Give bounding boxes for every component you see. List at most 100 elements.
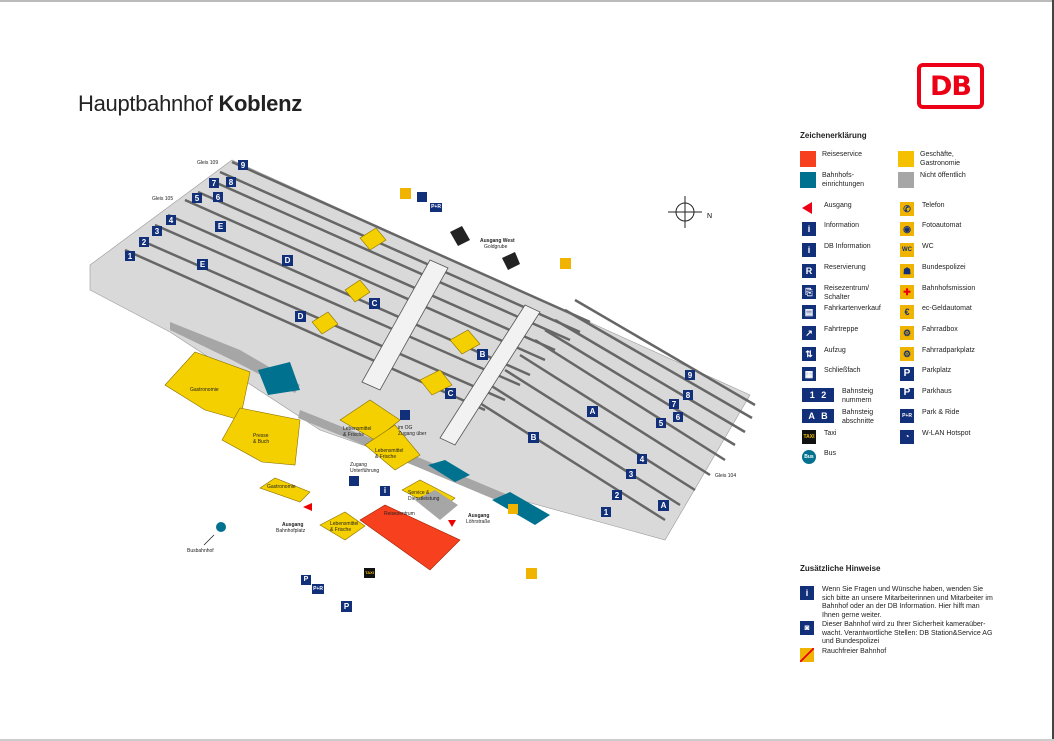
exit-west-label: Ausgang West [480, 238, 515, 244]
compass-icon: N [668, 196, 712, 228]
legend-item: € ec-Geldautomat [900, 305, 972, 319]
bike-parking-icon [526, 568, 537, 579]
platform-number-left: 1 [125, 251, 135, 261]
legend-item-bahnhofseinrichtungen: Bahnhofs- einrichtungen [800, 172, 864, 189]
legend-item: i DB Information [802, 243, 871, 257]
hint-text: Wenn Sie Fragen und Wünsche haben, wende… [822, 586, 993, 619]
color-swatch [898, 172, 914, 188]
legend-heading: Zeichenerklärung [800, 131, 867, 140]
color-swatch [800, 172, 816, 188]
reservation-icon: R [802, 264, 816, 278]
parking-icon: P [301, 575, 311, 585]
shop-upper-1 [344, 279, 371, 303]
legend-label: Bahnsteig abschnitte [842, 409, 874, 425]
platform-number-right: 9 [685, 370, 695, 380]
section-d: D [295, 311, 306, 322]
legend-item: ⎘ Reisezentrum/ Schalter [802, 285, 869, 302]
legend-item: ⇅ Aufzug [802, 347, 846, 361]
facility-teal-2 [428, 460, 470, 482]
legend-item: 1 2 Bahnsteig nummern [802, 388, 873, 405]
shop-gastronomie-small [259, 477, 311, 503]
legend-label: Parkhaus [922, 388, 952, 395]
platform-number-right: 5 [656, 418, 666, 428]
section-b-upper: B [477, 349, 488, 360]
legend-label: Parkplatz [922, 367, 952, 374]
legend-label: Bundespolizei [922, 264, 966, 271]
platform-sections-icon: A B [802, 409, 834, 423]
section-b: B [528, 432, 539, 443]
shop-label: Service & Dienstleistung [408, 490, 440, 502]
information-icon: i [800, 586, 814, 600]
bike-parking-icon [560, 258, 571, 269]
information-icon: i [380, 486, 390, 496]
parking-icon: P [341, 601, 352, 612]
legend-item: P Parkhaus [900, 388, 952, 402]
platform-number-left: 3 [152, 226, 162, 236]
legend-label: Telefon [922, 202, 945, 209]
legend-label: Bus [824, 450, 837, 457]
no-smoking-icon [800, 648, 814, 662]
travel-center-area [359, 504, 461, 571]
legend-item-nicht-oeffentlich: Nicht öffentlich [898, 172, 966, 188]
legend-label: WC [922, 243, 934, 250]
color-swatch [800, 151, 816, 167]
section-c-upper: C [369, 298, 380, 309]
exit-arrow-west-icon [450, 226, 470, 246]
platform-number-left: 4 [166, 215, 176, 225]
legend-label: DB Information [824, 243, 871, 250]
bus-stop-icon [216, 522, 226, 532]
legend-label: Geschäfte, Gastronomie [920, 151, 961, 167]
platform-number-right: 3 [626, 469, 636, 479]
legend-item: ↗ Fahrtreppe [802, 326, 858, 340]
legend-item: P+R Park & Ride [900, 409, 959, 423]
bike-parking-icon: ⚙ [900, 347, 914, 361]
db-information-icon: i [802, 243, 816, 257]
hints-heading: Zusätzliche Hinweise [800, 564, 881, 573]
legend-item: ◉ Fotoautomat [900, 222, 961, 236]
title-city: Koblenz [218, 91, 302, 116]
park-and-ride-icon: P+R [312, 584, 324, 594]
platform-numbers-icon: 1 2 [802, 388, 834, 402]
wc-icon: WC [900, 243, 914, 257]
shop-label: Lebensmittel & Frische [330, 521, 359, 533]
legend-label: Nicht öffentlich [920, 172, 966, 179]
bus-icon: Bus [802, 450, 816, 464]
svg-text:N: N [707, 213, 712, 220]
travel-center-label: Reisezentrum [384, 511, 415, 517]
legend-label: Information [824, 222, 860, 229]
ticket-machine-icon [349, 476, 359, 486]
legend-label: Reisezentrum/ Schalter [824, 285, 870, 301]
legend-item: ▦ Schließfach [802, 367, 861, 381]
exit-main-label: Ausgang [282, 522, 304, 528]
legend-item: ▤ Fahrkartenverkauf [802, 305, 881, 319]
platform-number-left: 6 [213, 192, 223, 202]
shop-upper-5 [419, 369, 453, 396]
shop-lebensmittel-3 [319, 511, 366, 541]
legend-label: Bahnsteig nummern [842, 388, 874, 404]
shop-label: Gastronomie [190, 387, 219, 393]
wlan-hotspot-icon: ◔ [900, 430, 914, 444]
legend-label: Reservierung [824, 264, 866, 271]
platform-number-left: 7 [209, 178, 219, 188]
legend-item: TAXI Taxi [802, 430, 836, 444]
bike-box-icon: ⚙ [900, 326, 914, 340]
section-c: C [445, 388, 456, 399]
legend-label: Bahnhofsmission [922, 285, 976, 292]
page-border-top [0, 0, 1054, 2]
bus-station-label: Busbahnhof [187, 548, 214, 554]
photo-booth-icon: ◉ [900, 222, 914, 236]
hint-text: Rauchfreier Bahnhof [822, 648, 887, 655]
tracks-right [474, 298, 756, 522]
color-swatch [898, 151, 914, 167]
shop-label: Presse & Buch [253, 433, 270, 445]
platform-number-right: 1 [601, 507, 611, 517]
shop-label: Gastronomie [267, 484, 296, 490]
db-logo: DB [917, 63, 984, 109]
page-border-right [1052, 0, 1054, 741]
facility-teal-3 [492, 492, 550, 525]
page-title: Hauptbahnhof Koblenz [78, 91, 302, 117]
legend-label: Schließfach [824, 367, 861, 374]
legend-item: ✆ Telefon [900, 202, 945, 216]
legend-label: Fahrkartenverkauf [824, 305, 881, 312]
